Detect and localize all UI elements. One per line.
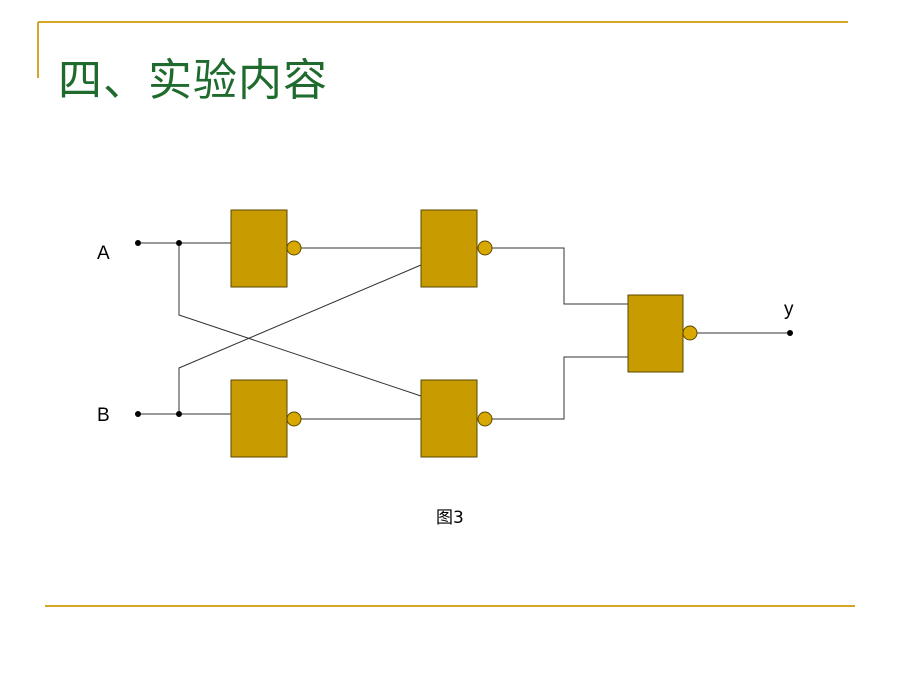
input-b-label: B	[97, 405, 110, 426]
gate-body	[420, 379, 478, 458]
wire-b-cross-to-gate2	[178, 264, 422, 414]
nand-gate-3	[230, 379, 302, 458]
wire-a-cross-to-gate4	[178, 243, 422, 397]
nand-gate-2	[420, 209, 493, 288]
gate-body	[420, 209, 478, 288]
wire-gate2-to-gate5	[492, 247, 628, 305]
nand-gate-5	[627, 294, 698, 373]
wires	[138, 242, 790, 420]
inverter-bubble	[477, 411, 493, 427]
gate-body	[230, 379, 288, 458]
input-a-label: A	[97, 243, 110, 264]
terminals	[135, 240, 793, 417]
nand-gate-1	[230, 209, 302, 288]
inverter-bubble	[286, 240, 302, 256]
wire-gate4-to-gate5	[492, 356, 628, 420]
output-y-terminal	[787, 330, 793, 336]
nand-gates	[230, 209, 698, 458]
input-a-terminal	[135, 240, 141, 246]
output-y-label: y	[784, 299, 794, 320]
slide-frame	[37, 21, 855, 607]
junction-a	[176, 240, 182, 246]
gate-body	[230, 209, 288, 288]
slide-title: 四、实验内容	[58, 55, 328, 106]
inverter-bubble	[682, 325, 698, 341]
figure-caption: 图3	[436, 508, 464, 528]
junction-b	[176, 411, 182, 417]
nand-gate-4	[420, 379, 493, 458]
input-b-terminal	[135, 411, 141, 417]
inverter-bubble	[477, 240, 493, 256]
gate-body	[627, 294, 684, 373]
inverter-bubble	[286, 411, 302, 427]
